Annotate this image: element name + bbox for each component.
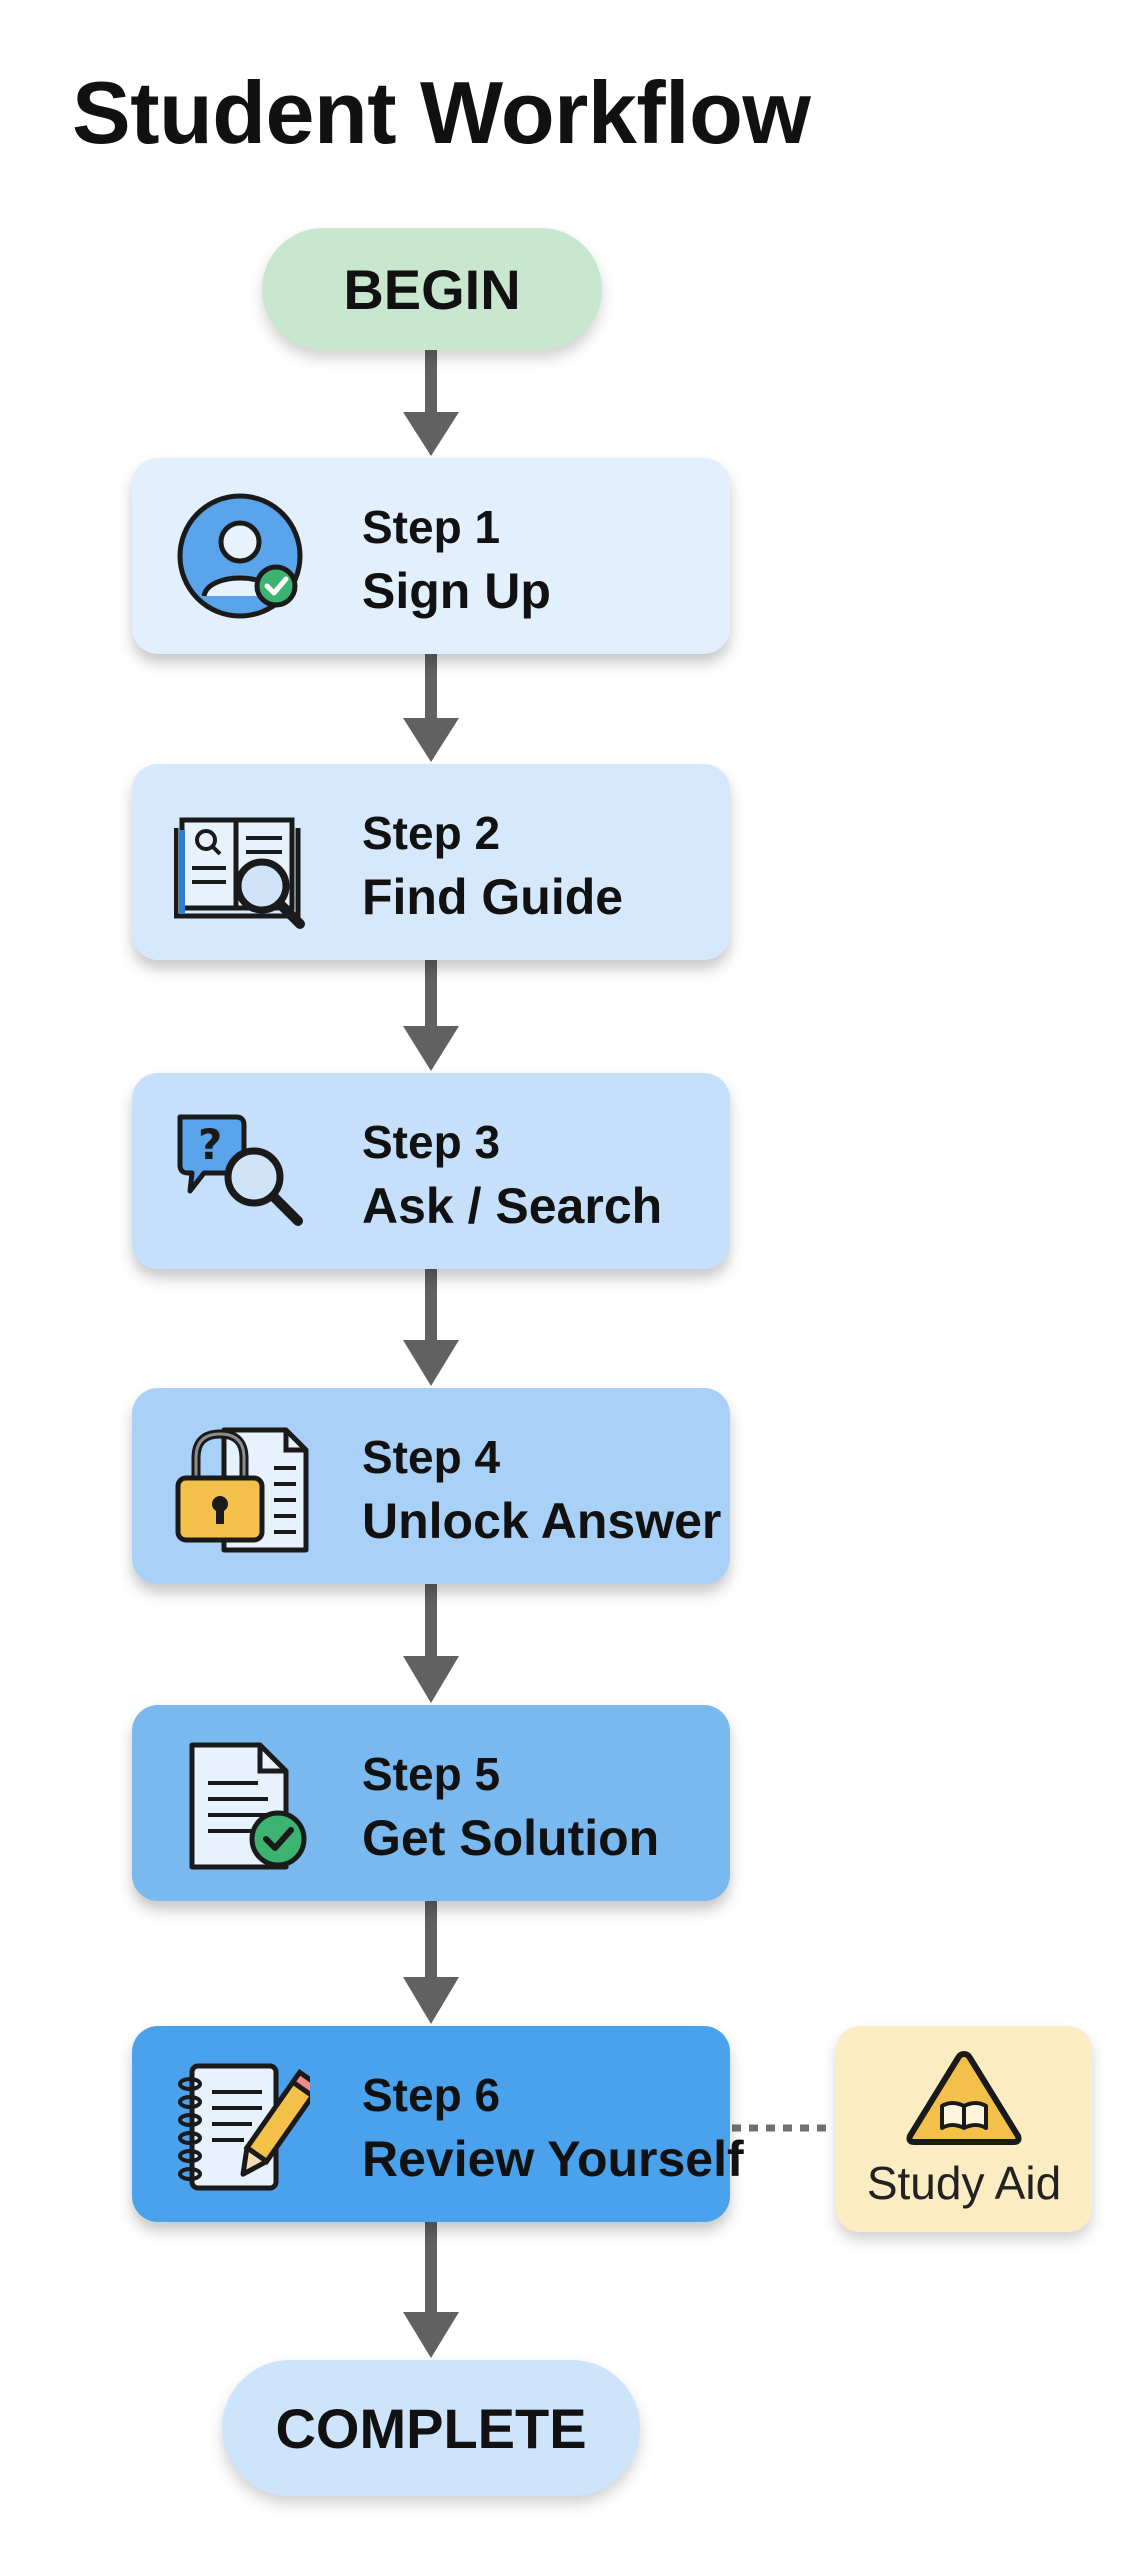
arrowhead <box>403 1977 459 2024</box>
step-label: Unlock Answer <box>362 1493 722 1549</box>
step-label: Find Guide <box>362 869 624 925</box>
begin-node: BEGIN <box>262 228 602 350</box>
complete-node: COMPLETE <box>222 2360 640 2496</box>
step-2-node: Step 2 Find Guide <box>132 764 730 960</box>
step-number: Step 5 <box>362 1748 501 1800</box>
step-number: Step 2 <box>362 807 501 859</box>
step-label: Get Solution <box>362 1810 660 1866</box>
user-check-icon <box>174 492 310 628</box>
step-number: Step 3 <box>362 1116 501 1168</box>
step-number: Step 1 <box>362 501 501 553</box>
arrowhead <box>403 412 459 456</box>
arrowhead <box>403 1340 459 1386</box>
warning-book-icon <box>906 2051 1022 2145</box>
step-5-node: Step 5 Get Solution <box>132 1705 730 1901</box>
arrow-step-1-to-step-2 <box>425 654 437 720</box>
arrow-step-5-to-step-6 <box>425 1901 437 1979</box>
step-number: Step 4 <box>362 1431 501 1483</box>
question-search-icon: ? <box>174 1107 310 1243</box>
notebook-pencil-icon <box>174 2060 310 2196</box>
arrowhead <box>403 1026 459 1071</box>
svg-text:?: ? <box>198 1120 222 1169</box>
arrowhead <box>403 1656 459 1703</box>
step-6-node: Step 6 Review Yourself <box>132 2026 744 2222</box>
step-label: Ask / Search <box>362 1178 663 1234</box>
study-aid-label: Study Aid <box>866 2157 1062 2209</box>
step-3-node: ? Step 3 Ask / Search <box>132 1073 730 1269</box>
arrow-step-6-to-complete <box>425 2222 437 2314</box>
arrow-step-3-to-step-4 <box>425 1269 437 1343</box>
page-title: Student Workflow <box>72 63 811 162</box>
study-aid-note: Study Aid <box>836 2026 1092 2232</box>
begin-label: BEGIN <box>343 257 521 321</box>
arrowhead <box>403 2312 459 2358</box>
complete-label: COMPLETE <box>275 2396 587 2460</box>
arrow-step-4-to-step-5 <box>425 1584 437 1658</box>
step-number: Step 6 <box>362 2069 501 2121</box>
step-1-node: Step 1 Sign Up <box>132 458 730 654</box>
lock-document-icon <box>174 1422 310 1558</box>
step-label: Review Yourself <box>362 2131 744 2187</box>
book-search-icon <box>174 798 310 934</box>
step-label: Sign Up <box>362 563 551 619</box>
document-check-icon <box>174 1739 310 1875</box>
arrow-step-2-to-step-3 <box>425 960 437 1028</box>
step-4-node: Step 4 Unlock Answer <box>132 1388 730 1584</box>
arrow-begin-to-step-1 <box>425 350 437 414</box>
arrowhead <box>403 718 459 762</box>
